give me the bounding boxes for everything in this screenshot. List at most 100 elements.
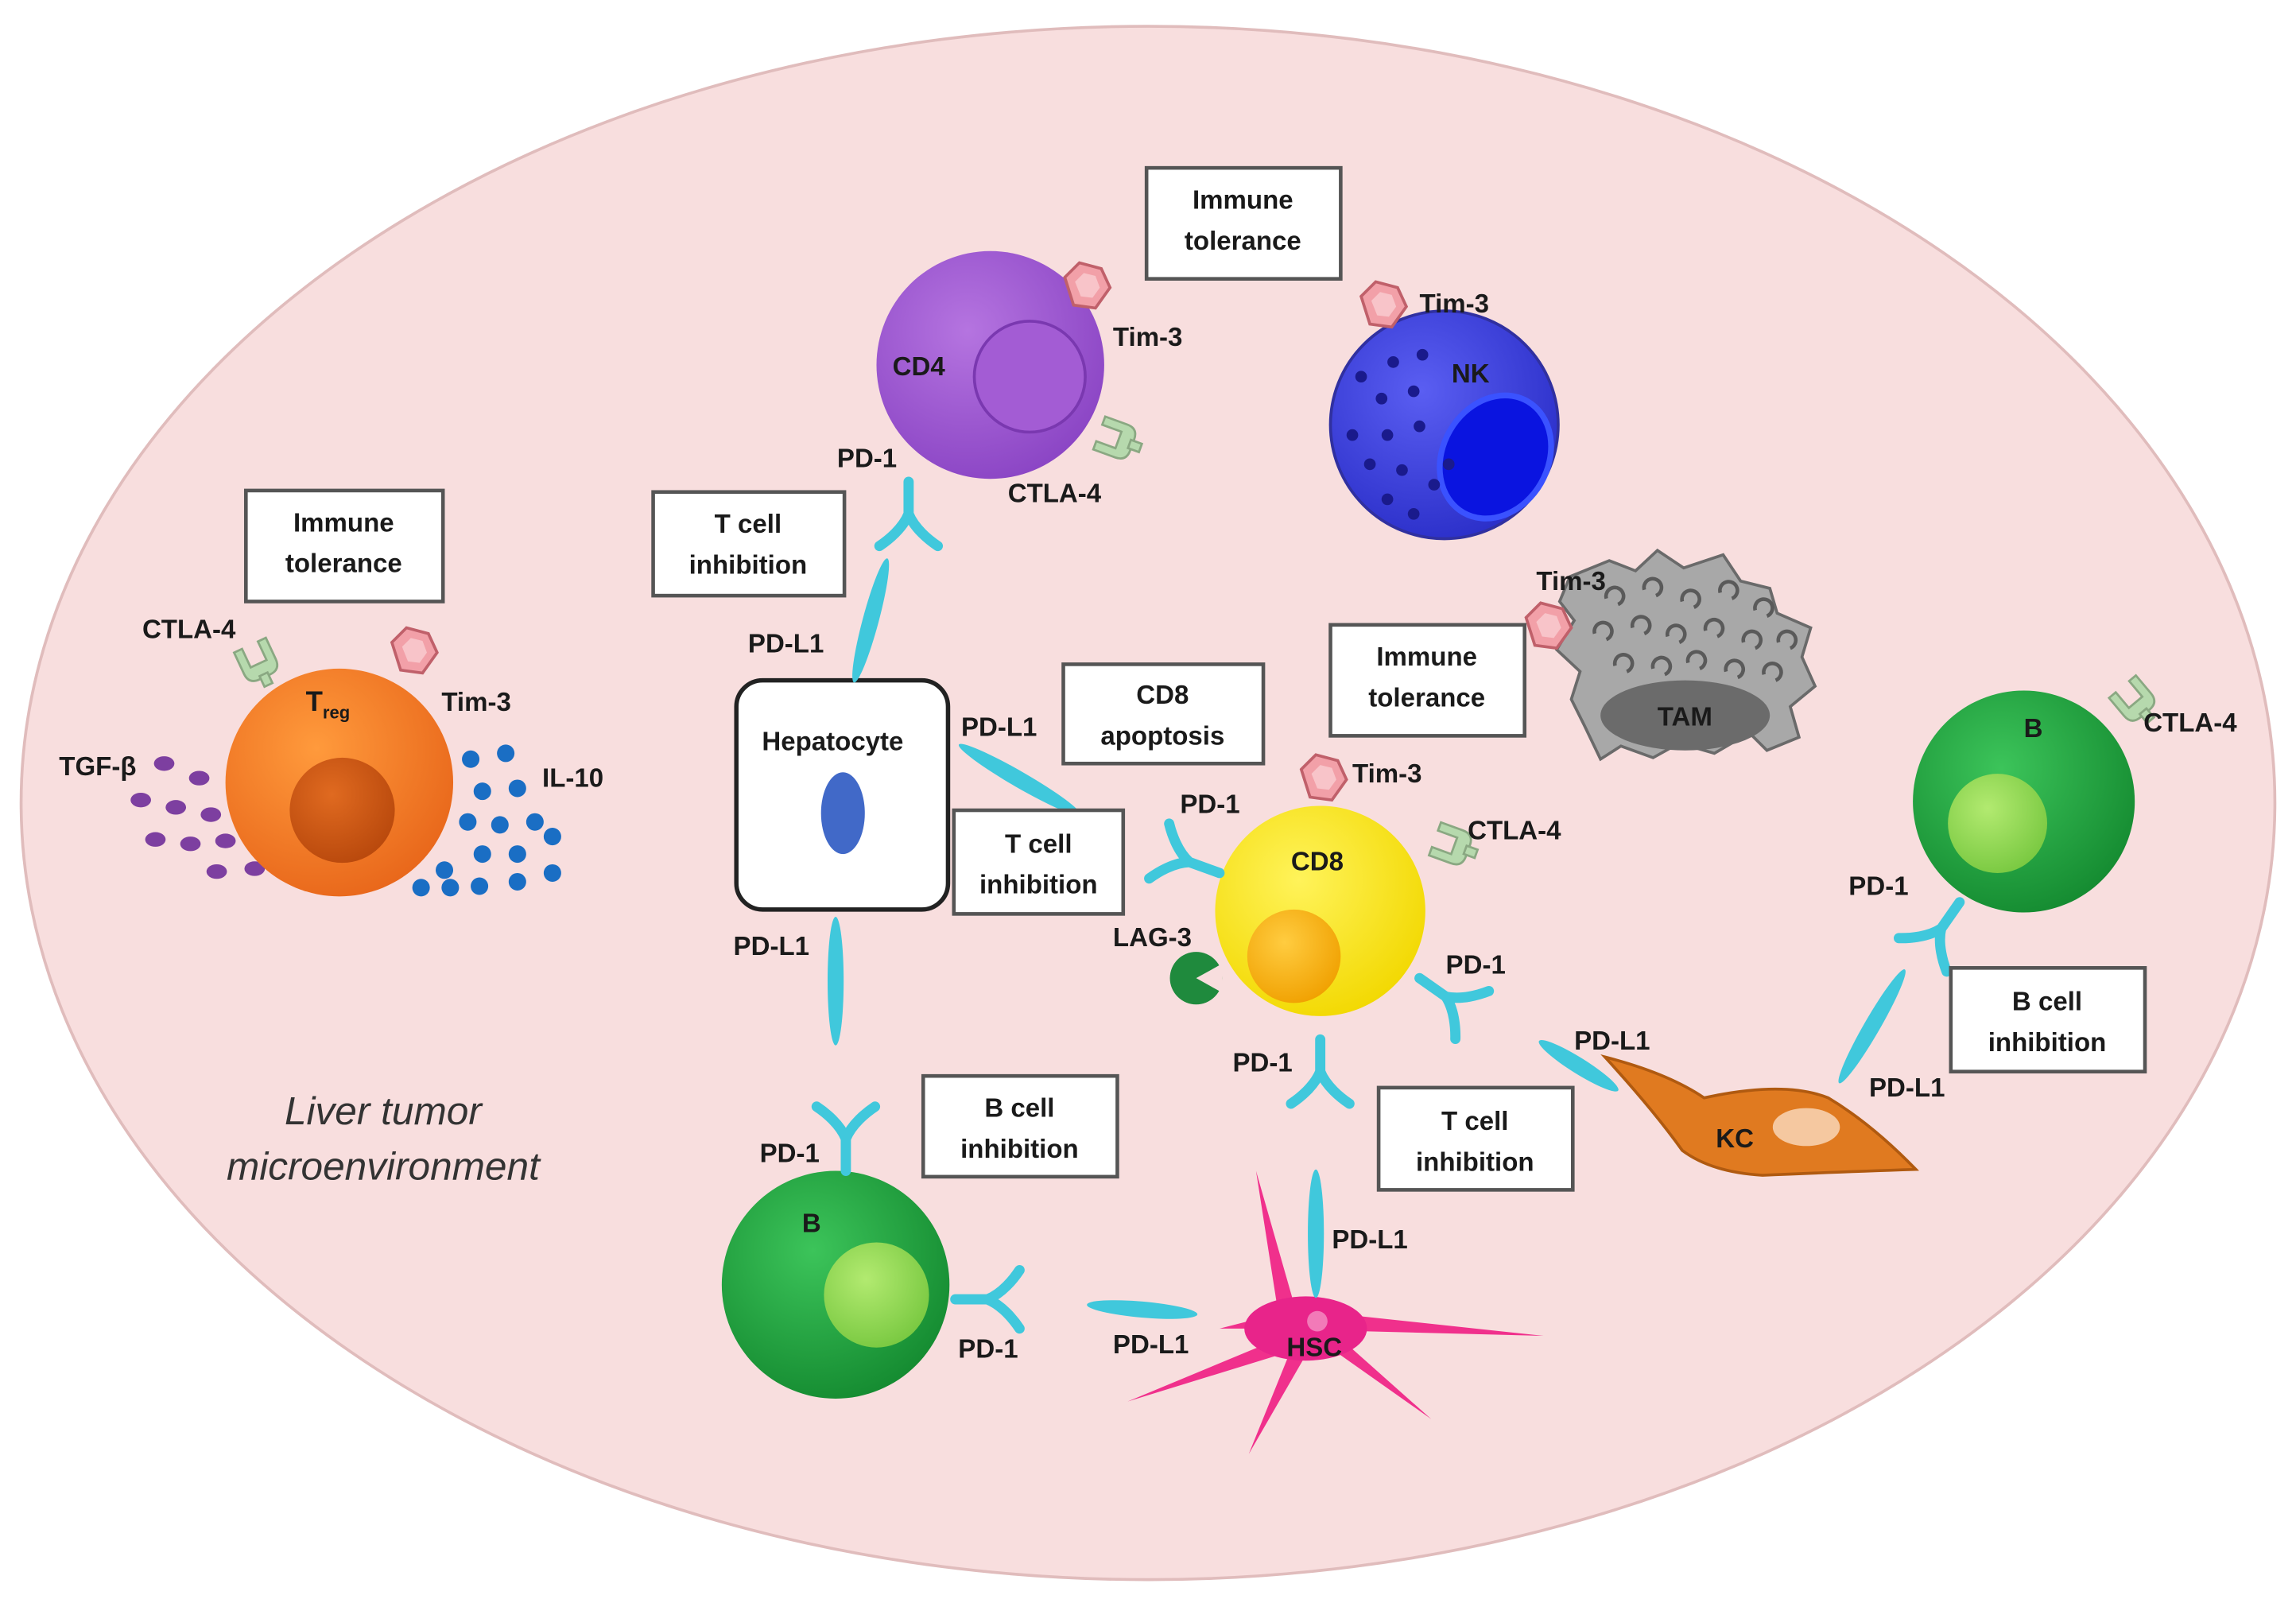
hsc-t-cell-inhibition-box: T cell inhibition <box>1376 1085 1575 1192</box>
hep-pdl1-right-label: PD-L1 <box>961 712 1037 742</box>
cd8-pd1-left-label: PD-1 <box>1180 790 1239 820</box>
svg-text:tolerance: tolerance <box>285 549 402 579</box>
treg-tim3-label: Tim-3 <box>441 688 511 717</box>
treg-nucleus <box>289 757 395 864</box>
tam-immune-tolerance-box: Immune tolerance <box>1328 623 1526 738</box>
cd4-pd1-label: PD-1 <box>837 444 897 474</box>
cd4-tim3-label: Tim-3 <box>1113 323 1183 352</box>
svg-text:inhibition: inhibition <box>1416 1148 1534 1178</box>
title-line2: microenvironment <box>227 1144 541 1189</box>
nk-tim3-label: Tim-3 <box>1420 289 1490 319</box>
b-cell-right: B <box>1898 674 2166 972</box>
treg-immune-tolerance-box: Immune tolerance <box>244 488 445 604</box>
hsc-pdl1-top-label: PD-L1 <box>1332 1225 1407 1255</box>
cd4-t-cell-inhibition-box: T cell inhibition <box>651 490 847 598</box>
kc-pdl1-right-label: PD-L1 <box>1869 1073 1945 1103</box>
b-cell-left: B <box>721 1107 1020 1399</box>
treg-label: Treg <box>306 686 351 722</box>
tam-label: TAM <box>1658 703 1712 732</box>
hsc-nucleus <box>1307 1310 1328 1332</box>
hsc-pdl1-left-label: PD-L1 <box>1113 1330 1189 1360</box>
b-right-inhibition-box: B cell inhibition <box>1949 966 2147 1073</box>
svg-text:inhibition: inhibition <box>689 551 808 580</box>
tumor-microenvironment-ellipse <box>19 25 2277 1582</box>
b-left-inhibition-box: B cell inhibition <box>921 1073 1119 1179</box>
cd4-cell: CD4 <box>876 250 1148 546</box>
kc-pdl1-left-label: PD-L1 <box>1574 1027 1650 1056</box>
hep-pdl1-top-label: PD-L1 <box>748 630 824 659</box>
il10-dots <box>412 744 561 897</box>
svg-text:T cell: T cell <box>1005 829 1072 859</box>
cd8-apoptosis-box: CD8 apoptosis <box>1061 662 1266 766</box>
b-right-label: B <box>2024 714 2043 743</box>
hep-pdl1-top-ligand <box>852 558 890 683</box>
svg-text:inhibition: inhibition <box>960 1135 1079 1164</box>
svg-text:T cell: T cell <box>1441 1107 1508 1136</box>
svg-text:Immune: Immune <box>293 508 394 538</box>
cd8-ctla4-label: CTLA-4 <box>1468 817 1561 846</box>
cd4-nucleus <box>972 320 1087 434</box>
hep-pdl1-bottom-ligand <box>827 917 844 1046</box>
cd8-nucleus <box>1247 909 1341 1003</box>
nk-label: NK <box>1452 359 1490 389</box>
hep-pdl1-right-ligand <box>958 743 1080 816</box>
b-left-pd1-top-label: PD-1 <box>760 1139 820 1169</box>
b-right-pd1-label: PD-1 <box>1848 872 1908 902</box>
b-left-pd1-right-label: PD-1 <box>958 1335 1018 1364</box>
tgf-beta-dots <box>130 756 266 879</box>
il10-label: IL-10 <box>542 764 603 794</box>
nk-nucleus <box>1437 392 1554 522</box>
svg-text:B cell: B cell <box>984 1094 1054 1124</box>
tam-tim3-label: Tim-3 <box>1536 567 1606 596</box>
tgf-beta-label: TGF-β <box>59 752 136 782</box>
b-left-nucleus <box>824 1242 929 1348</box>
hep-pdl1-bottom-label: PD-L1 <box>734 932 809 961</box>
svg-text:T cell: T cell <box>715 510 781 539</box>
cd8-pd1-right-label: PD-1 <box>1446 951 1506 980</box>
svg-text:Immune: Immune <box>1193 186 1293 215</box>
nk-granules <box>1346 348 1455 520</box>
svg-text:inhibition: inhibition <box>979 871 1098 900</box>
cd8-pd1-bottom-label: PD-1 <box>1232 1049 1292 1078</box>
kc-label: KC <box>1716 1124 1754 1154</box>
cd4-immune-tolerance-box: Immune tolerance <box>1144 165 1343 281</box>
kc-pdl1-left-ligand <box>1538 1040 1619 1092</box>
hsc-pdl1-top-ligand <box>1308 1169 1324 1298</box>
b-left-label: B <box>802 1209 821 1239</box>
hsc-label: HSC <box>1286 1333 1342 1363</box>
b-right-ctla4-label: CTLA-4 <box>2143 708 2237 738</box>
treg-ctla4-label: CTLA-4 <box>142 615 236 644</box>
cd4-label: CD4 <box>893 352 946 382</box>
svg-text:apoptosis: apoptosis <box>1100 721 1224 751</box>
cd8-cell: CD8 <box>1149 753 1488 1104</box>
cd8-lag3-icon <box>1169 952 1223 1005</box>
cd8-lag3-label: LAG-3 <box>1113 923 1192 953</box>
tam-phagosomes <box>1592 576 1798 682</box>
svg-text:Immune: Immune <box>1376 642 1477 672</box>
title-line1: Liver tumor <box>285 1089 483 1133</box>
kc-body <box>1600 1054 1919 1177</box>
hsc-cell: HSC <box>1127 1170 1544 1454</box>
hsc-pdl1-left-ligand <box>1087 1300 1198 1319</box>
cd4-ctla4-label: CTLA-4 <box>1008 479 1102 509</box>
kc-cell: KC <box>1600 1054 1919 1177</box>
tam-nucleus <box>1600 680 1770 751</box>
hepatocyte-nucleus <box>820 772 865 855</box>
svg-text:B cell: B cell <box>2012 988 2082 1017</box>
svg-text:inhibition: inhibition <box>1988 1028 2107 1058</box>
cd8-tim3-label: Tim-3 <box>1352 759 1422 789</box>
treg-cell: Treg <box>130 626 561 897</box>
b-right-nucleus <box>1948 774 2048 873</box>
cd8-label: CD8 <box>1291 847 1344 876</box>
hepatocyte-label: Hepatocyte <box>762 728 903 757</box>
svg-text:CD8: CD8 <box>1136 681 1189 710</box>
nk-cell: NK <box>1328 280 1560 541</box>
hsc-body <box>1244 1296 1367 1361</box>
kc-nucleus <box>1772 1108 1840 1147</box>
svg-text:tolerance: tolerance <box>1185 227 1301 256</box>
kc-pdl1-right-ligand <box>1838 969 1906 1084</box>
cd8-t-cell-inhibition-box: T cell inhibition <box>952 808 1126 916</box>
svg-text:tolerance: tolerance <box>1368 684 1485 713</box>
tam-cell: TAM <box>1524 548 1817 762</box>
